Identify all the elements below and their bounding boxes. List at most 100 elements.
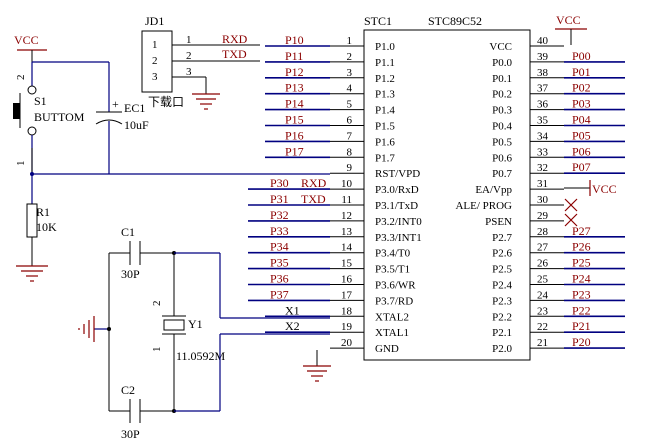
pin-num-left-15: 15 xyxy=(341,258,353,270)
net-label-left-18: X1 xyxy=(285,303,300,317)
net-label-left-4: P13 xyxy=(285,81,304,95)
jd1-pin-1: 1 xyxy=(186,34,192,46)
net-label-left-17: P37 xyxy=(270,287,289,301)
s1-value: BUTTOM xyxy=(34,110,85,124)
s1-contact-top xyxy=(27,85,37,95)
net-label-right-24: P23 xyxy=(572,287,591,301)
pin-num-right-21: 21 xyxy=(537,337,548,349)
pin-num-right-23: 23 xyxy=(537,305,549,317)
c1-value: 30P xyxy=(121,267,140,281)
pin-num-right-27: 27 xyxy=(537,242,549,254)
net-label-left-2: P11 xyxy=(285,49,303,63)
no-connect-psen xyxy=(564,213,578,227)
pin-num-right-33: 33 xyxy=(537,146,549,158)
pin-name-left-13: P3.3/INT1 xyxy=(375,232,422,244)
jd1-net-txd: TXD xyxy=(222,47,247,61)
pin-num-right-35: 35 xyxy=(537,115,549,127)
pin-name-right-26: P2.5 xyxy=(492,264,512,276)
pin-num-right-29: 29 xyxy=(537,210,549,222)
c2-value: 30P xyxy=(121,427,140,441)
net-label-right-28: P27 xyxy=(572,224,591,238)
pin-num-left-10: 10 xyxy=(341,178,353,190)
y1-body xyxy=(163,319,185,331)
pin-num-right-30: 30 xyxy=(537,194,549,206)
mcu-part: STC89C52 xyxy=(428,14,482,28)
pin-num-right-37: 37 xyxy=(537,83,549,95)
pin-num-left-19: 19 xyxy=(341,321,353,333)
pin-name-left-3: P1.2 xyxy=(375,73,395,85)
jd1-pin-3: 3 xyxy=(186,66,192,78)
c1-ref: C1 xyxy=(121,225,135,239)
mcu-ref: STC1 xyxy=(364,14,392,28)
pin-num-right-32: 32 xyxy=(537,162,548,174)
pin-name-left-2: P1.1 xyxy=(375,57,395,69)
pin-num-left-11: 11 xyxy=(341,194,352,206)
jd1-inner-3: 3 xyxy=(152,71,158,83)
pin-name-right-22: P2.1 xyxy=(492,327,512,339)
pin-num-right-26: 26 xyxy=(537,258,549,270)
pin-num-left-14: 14 xyxy=(341,242,353,254)
pin-name-right-39: P0.0 xyxy=(492,57,512,69)
pin-name-right-38: P0.1 xyxy=(492,73,512,85)
pin-num-right-39: 39 xyxy=(537,51,549,63)
pin-name-left-17: P3.7/RD xyxy=(375,295,413,307)
y1-value: 11.0592M xyxy=(176,349,226,363)
jd1-inner-2: 2 xyxy=(152,55,158,67)
net-label-right-32: P07 xyxy=(572,160,591,174)
net-label-right-25: P24 xyxy=(572,272,591,286)
ec1-polarity: + xyxy=(112,97,119,111)
pin-name-left-8: P1.7 xyxy=(375,152,395,164)
no-connect-ale xyxy=(564,198,578,212)
ec1-ref: EC1 xyxy=(124,101,145,115)
pin-num-left-17: 17 xyxy=(341,289,353,301)
pin-num-left-13: 13 xyxy=(341,226,353,238)
net-label-left-8: P17 xyxy=(285,144,304,158)
pin-name-right-24: P2.3 xyxy=(492,295,512,307)
pin-name-left-14: P3.4/T0 xyxy=(375,248,411,260)
net-label-left-10: P30 xyxy=(270,176,289,190)
pin-name-right-28: P2.7 xyxy=(492,232,512,244)
pin-name-right-27: P2.6 xyxy=(492,248,512,260)
pin-num-right-25: 25 xyxy=(537,274,549,286)
pin-num-left-3: 3 xyxy=(347,67,353,79)
pin-name-left-18: XTAL2 xyxy=(375,311,409,323)
pin-name-left-1: P1.0 xyxy=(375,41,395,53)
net-label-right-39: P00 xyxy=(572,49,591,63)
net-label-left-14: P34 xyxy=(270,240,289,254)
pin-name-left-20: GND xyxy=(375,343,399,355)
pin-name-left-19: XTAL1 xyxy=(375,327,409,339)
pin-name-right-40: VCC xyxy=(489,41,512,53)
pin-num-left-5: 5 xyxy=(347,99,353,111)
net2-label-left-11: TXD xyxy=(301,192,326,206)
pin-name-left-6: P1.5 xyxy=(375,121,395,133)
pin-name-right-34: P0.5 xyxy=(492,136,512,148)
vcc-left-label: VCC xyxy=(14,33,39,47)
pin-num-left-7: 7 xyxy=(347,130,353,142)
pin-name-right-23: P2.2 xyxy=(492,311,512,323)
net-label-left-1: P10 xyxy=(285,33,304,47)
pin-name-right-36: P0.3 xyxy=(492,105,512,117)
pin-num-right-31: 31 xyxy=(537,178,548,190)
net2-label-left-10: RXD xyxy=(301,176,327,190)
pin-name-right-32: P0.7 xyxy=(492,168,512,180)
net-label-right-38: P01 xyxy=(572,65,591,79)
pin-num-left-8: 8 xyxy=(347,146,353,158)
net-label-left-13: P33 xyxy=(270,224,289,238)
net-label-right-33: P06 xyxy=(572,144,591,158)
jd1-inner-1: 1 xyxy=(152,39,158,51)
net-label-left-16: P36 xyxy=(270,272,289,286)
pin-name-right-30: ALE/ PROG xyxy=(455,200,512,212)
pin-name-right-31: EA/Vpp xyxy=(475,184,512,196)
pin-num-right-22: 22 xyxy=(537,321,548,333)
jd1-net-rxd: RXD xyxy=(222,32,248,46)
pin-name-right-21: P2.0 xyxy=(492,343,512,355)
ec1-plate-bottom xyxy=(95,119,123,125)
net-label-right-35: P04 xyxy=(572,113,591,127)
s1-contact-bottom xyxy=(27,126,37,136)
net-label-left-5: P14 xyxy=(285,97,304,111)
jd1-value: 下载口 xyxy=(148,95,184,109)
s1-ref: S1 xyxy=(34,94,47,108)
pin-num-left-20: 20 xyxy=(341,337,353,349)
